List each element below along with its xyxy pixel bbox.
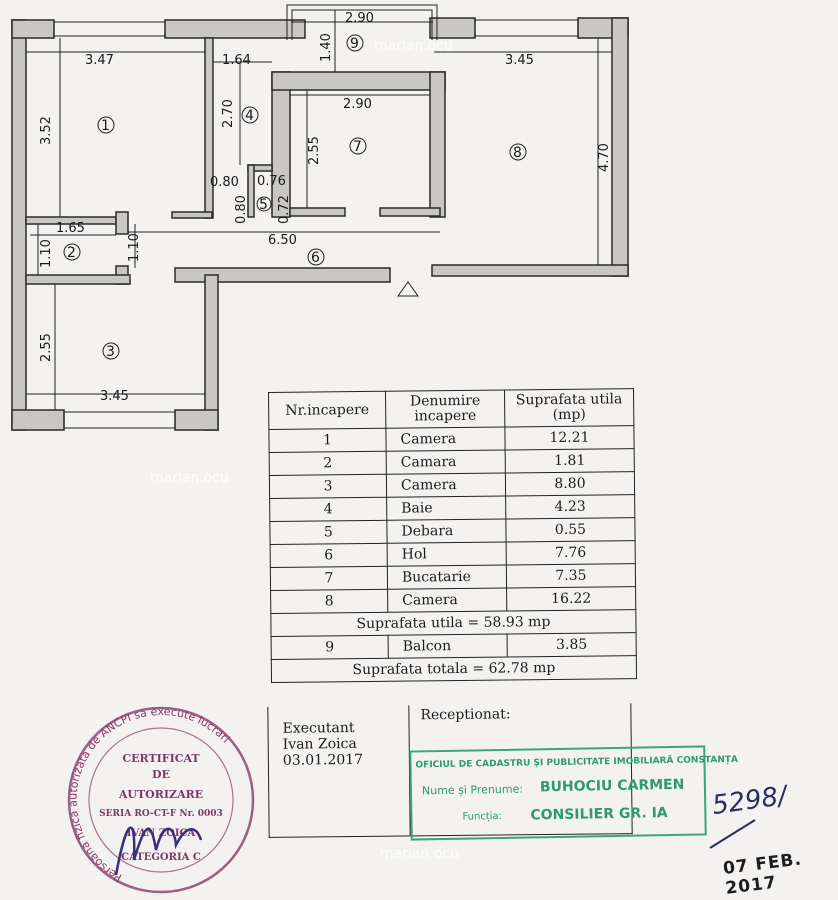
dim-r5-d: 0.72 — [277, 195, 292, 224]
receptionat-label: Receptionat: — [420, 706, 511, 724]
cell-nr: 7 — [270, 566, 388, 591]
dim-r7-width: 2.90 — [343, 97, 372, 112]
dim-r4-height: 2.70 — [221, 99, 236, 128]
cell-name: Camera — [386, 473, 506, 498]
cell-area: 3.85 — [507, 632, 637, 658]
watermark-table: marian.ocu — [150, 470, 229, 486]
dim-r7-height: 2.55 — [307, 136, 322, 165]
dim-r3-height: 2.55 — [39, 333, 54, 362]
dimension-lines — [26, 10, 612, 410]
cell-nr: 1 — [268, 428, 387, 453]
round-stamp: Persoana fizica autorizata de ANCPI sa e… — [66, 705, 255, 894]
table-header-row: Nr.incapere Denumire incapere Suprafata … — [268, 388, 634, 430]
dim-hall-depth: 1.10 — [127, 233, 142, 262]
room-number-5: 5 — [259, 197, 268, 213]
header-name: Denumire incapere — [385, 390, 505, 429]
cell-name: Hol — [387, 542, 507, 567]
stamp-line-6: CATEGORIA C — [121, 852, 201, 863]
header-area: Suprafata utila (mp) — [504, 388, 634, 428]
cell-area: 7.76 — [506, 540, 636, 566]
cell-nr: 2 — [269, 451, 387, 476]
cell-name: Camera — [385, 427, 506, 452]
room-number-1: 1 — [101, 118, 110, 134]
cell-nr: 3 — [269, 474, 387, 499]
cell-nr: 4 — [269, 497, 387, 522]
cell-name: Baie — [386, 496, 506, 521]
cell-name: Balcon — [388, 634, 508, 659]
cell-area: 16.22 — [506, 586, 636, 612]
room-number-9: 9 — [350, 36, 359, 52]
watermark: marian.ocu — [374, 38, 453, 54]
dim-r5-c: 0.80 — [234, 195, 249, 224]
dim-r2-height: 1.10 — [39, 239, 54, 268]
dim-r5-a: 0.80 — [210, 175, 239, 190]
cell-area: 4.23 — [505, 494, 635, 520]
ocpi-stamp: OFICIUL DE CADASTRU ȘI PUBLICITATE IMOBI… — [409, 745, 738, 841]
cell-nr: 8 — [270, 589, 388, 614]
stamp-line-2: DE — [152, 768, 170, 781]
cell-name: Debara — [386, 519, 507, 544]
header-nr: Nr.incapere — [268, 391, 386, 430]
handwritten-signature — [114, 826, 203, 876]
cell-nr: 9 — [271, 635, 389, 660]
dim-r1-height: 3.52 — [39, 116, 54, 145]
ocpi-office: OFICIUL DE CADASTRU ȘI PUBLICITATE IMOBI… — [415, 754, 739, 771]
executant-date: 03.01.2017 — [282, 751, 364, 769]
room-number-4: 4 — [245, 108, 254, 124]
dim-r3-width: 3.45 — [100, 389, 129, 404]
room-number-7: 7 — [353, 139, 362, 155]
cell-name: Camara — [386, 450, 506, 475]
walls — [11, 4, 629, 431]
ocpi-role-label: Funcția: — [462, 810, 503, 823]
dim-r1-width: 3.47 — [85, 53, 114, 68]
cell-area: 7.35 — [506, 563, 636, 589]
dim-r9-depth: 1.40 — [319, 33, 334, 62]
dim-r8-height: 4.70 — [597, 143, 612, 172]
cell-area: 1.81 — [505, 448, 635, 474]
room-number-8: 8 — [513, 145, 522, 161]
ocpi-name-label: Nume și Prenume: — [421, 782, 524, 798]
dim-r4-width: 1.64 — [222, 53, 251, 68]
stamp-line-1: CERTIFICAT — [122, 752, 200, 765]
room-number-6: 6 — [311, 250, 320, 266]
entrance-triangle-icon — [397, 281, 419, 297]
cell-name: Camera — [387, 588, 507, 613]
total-row: Suprafata totala = 62.78 mp — [271, 655, 637, 683]
dim-hall-width: 6.50 — [268, 233, 297, 248]
total: Suprafata totala = 62.78 mp — [271, 655, 637, 683]
cell-area: 12.21 — [504, 425, 635, 451]
room-number-3: 3 — [106, 344, 115, 360]
ocpi-role: CONSILIER GR. IA — [530, 805, 668, 824]
rooms-table: Nr.incapere Denumire incapere Suprafata … — [268, 388, 637, 683]
cell-nr: 5 — [269, 520, 388, 545]
ocpi-name: BUHOCIU CARMEN — [539, 776, 685, 796]
executant-cell: Executant Ivan Zoica 03.01.2017 — [268, 705, 411, 837]
executant-name: Ivan Zoica — [282, 735, 357, 753]
executant-label: Executant — [282, 719, 355, 737]
cell-area: 8.80 — [505, 471, 635, 497]
room-numbers: 1 2 3 4 5 6 7 8 9 — [63, 34, 527, 360]
stamp-line-3: AUTORIZARE — [118, 788, 203, 801]
watermark-bottom: marian.ocu — [380, 846, 459, 862]
dim-r5-b: 0.76 — [257, 174, 286, 189]
cell-area: 0.55 — [505, 517, 636, 543]
dim-r2-width: 1.65 — [56, 221, 85, 236]
stamp-line-4: SERIA RO-CT-F Nr. 0003 — [99, 809, 223, 819]
dim-r9-width: 2.90 — [345, 11, 374, 26]
dim-r8-width: 3.45 — [505, 53, 534, 68]
cell-name: Bucatarie — [387, 565, 507, 590]
room-number-2: 2 — [67, 245, 76, 261]
cell-nr: 6 — [270, 543, 388, 568]
handwritten-stroke — [709, 819, 756, 849]
